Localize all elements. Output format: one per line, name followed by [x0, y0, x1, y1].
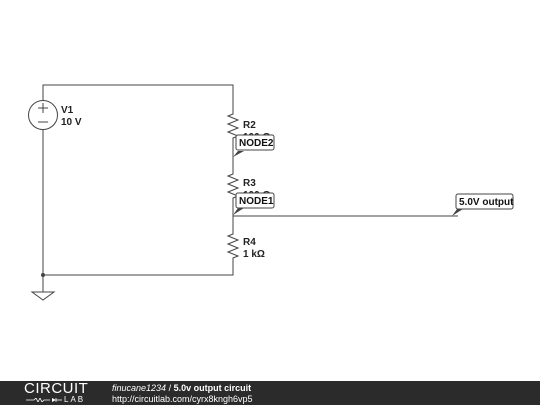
footer-title-line: finucane1234 / 5.0v output circuit: [112, 383, 251, 393]
logo-text-bottom: LAB: [64, 395, 86, 404]
ground-icon: [30, 291, 56, 301]
resistor-icon: [226, 232, 240, 266]
wire-bottom: [43, 266, 234, 276]
voltage-source-icon: [28, 100, 58, 130]
circuit-url[interactable]: http://circuitlab.com/cyrx8kngh6vp5: [112, 394, 253, 404]
node1-label: NODE1: [239, 196, 274, 207]
node-flag-icon: [233, 151, 244, 157]
node2-tag[interactable]: NODE2: [233, 134, 275, 157]
node-flag-icon: [452, 209, 463, 216]
footer-bar: CIRCUIT LAB finucane1234 / 5.0v output c…: [0, 381, 540, 405]
wire-left: [42, 84, 234, 112]
output-tag[interactable]: 5.0V output: [452, 193, 514, 216]
wires: [42, 84, 458, 292]
node1-tag[interactable]: NODE1: [233, 192, 275, 215]
circuit-title[interactable]: 5.0v output circuit: [173, 383, 252, 393]
output-label: 5.0V output: [459, 197, 514, 208]
junction-dot: [41, 273, 45, 277]
node-flag-icon: [233, 208, 244, 215]
node2-label: NODE2: [239, 138, 274, 149]
logo-resistor-icon: [26, 398, 62, 402]
circuitlab-logo[interactable]: CIRCUIT LAB: [24, 380, 94, 404]
v1-value-label: 10 V: [61, 117, 82, 128]
v1-name-label: V1: [61, 105, 74, 116]
author-link[interactable]: finucane1234: [112, 383, 167, 393]
r3-name-label: R3: [243, 178, 256, 189]
r4-name-label: R4: [243, 237, 256, 248]
r2-name-label: R2: [243, 120, 256, 131]
resistor-r4[interactable]: R4 1 kΩ: [226, 232, 265, 266]
title-separator: /: [166, 383, 174, 393]
r4-value-label: 1 kΩ: [243, 249, 265, 260]
logo-text-top: CIRCUIT: [24, 380, 89, 397]
voltage-source-v1[interactable]: V1 10 V: [28, 100, 82, 130]
